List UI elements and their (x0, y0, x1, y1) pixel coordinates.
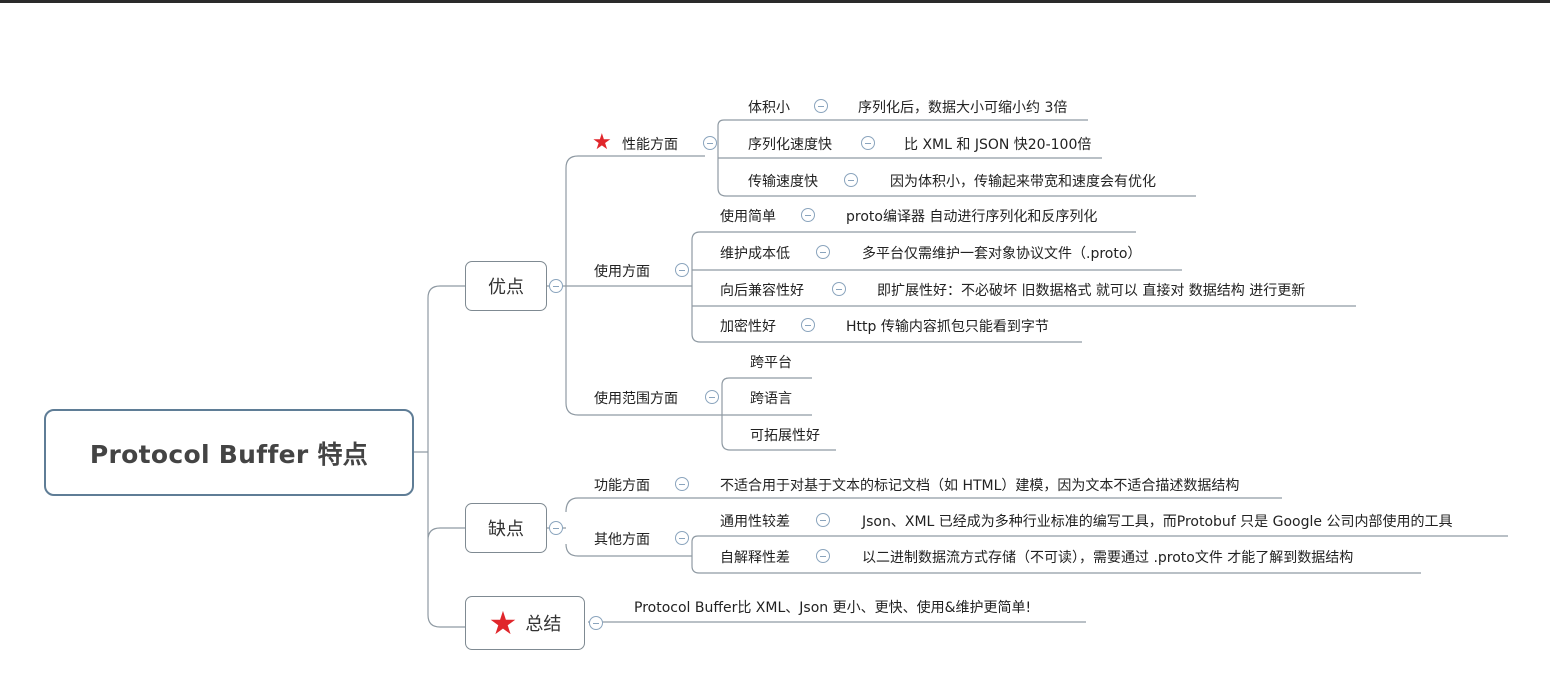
summary-node[interactable]: ★ 总结 (465, 596, 585, 650)
collapse-usage-icon[interactable] (675, 263, 689, 277)
summary-text: Protocol Buffer比 XML、Json 更小、更快、使用&维护更简单… (634, 600, 1032, 616)
root-node[interactable]: Protocol Buffer 特点 (44, 409, 414, 496)
other-item-name[interactable]: 通用性较差 (720, 514, 790, 530)
usage-item-desc: 多平台仅需维护一套对象协议文件（.proto） (862, 246, 1142, 262)
pros-node[interactable]: 优点 (465, 261, 547, 311)
collapse-icon[interactable] (816, 549, 830, 563)
scope-item[interactable]: 可拓展性好 (750, 428, 820, 444)
collapse-scope-icon[interactable] (705, 390, 719, 404)
performance-item-desc: 序列化后，数据大小可缩小约 3倍 (858, 100, 1068, 116)
performance-item-desc: 比 XML 和 JSON 快20-100倍 (904, 137, 1092, 153)
summary-label: 总结 (525, 614, 562, 635)
usage-item-name[interactable]: 向后兼容性好 (720, 283, 804, 299)
collapse-performance-icon[interactable] (703, 136, 717, 150)
cons-node[interactable]: 缺点 (465, 503, 547, 553)
usage-item-desc: 即扩展性好：不必破坏 旧数据格式 就可以 直接对 数据结构 进行更新 (877, 283, 1306, 299)
branch-function[interactable]: 功能方面 (594, 478, 650, 494)
usage-item-name[interactable]: 维护成本低 (720, 246, 790, 262)
collapse-other-icon[interactable] (675, 531, 689, 545)
usage-item-name[interactable]: 加密性好 (720, 319, 776, 335)
collapse-icon[interactable] (844, 173, 858, 187)
collapse-cons-icon[interactable] (549, 521, 563, 535)
usage-item-desc: Http 传输内容抓包只能看到字节 (846, 319, 1049, 335)
other-item-name[interactable]: 自解释性差 (720, 550, 790, 566)
other-item-desc: Json、XML 已经成为多种行业标准的编写工具，而Protobuf 只是 Go… (862, 514, 1453, 530)
performance-item-name[interactable]: 传输速度快 (748, 174, 818, 190)
performance-item-name[interactable]: 体积小 (748, 100, 790, 116)
root-title: Protocol Buffer 特点 (89, 439, 369, 469)
collapse-function-icon[interactable] (675, 477, 689, 491)
scope-item[interactable]: 跨平台 (750, 355, 792, 371)
pros-label: 优点 (488, 277, 524, 298)
performance-item-desc: 因为体积小，传输起来带宽和速度会有优化 (890, 174, 1156, 190)
performance-item-name[interactable]: 序列化速度快 (748, 137, 832, 153)
usage-item-desc: proto编译器 自动进行序列化和反序列化 (846, 209, 1098, 225)
collapse-icon[interactable] (816, 245, 830, 259)
collapse-icon[interactable] (861, 136, 875, 150)
collapse-icon[interactable] (816, 513, 830, 527)
branch-performance[interactable]: 性能方面 (622, 137, 678, 153)
collapse-pros-icon[interactable] (549, 279, 563, 293)
star-icon: ★ (488, 604, 518, 642)
other-item-desc: 以二进制数据流方式存储（不可读），需要通过 .proto文件 才能了解到数据结构 (862, 550, 1354, 566)
branch-scope[interactable]: 使用范围方面 (594, 391, 678, 407)
top-edge-bar (0, 0, 1550, 3)
collapse-icon[interactable] (832, 282, 846, 296)
branch-other[interactable]: 其他方面 (594, 532, 650, 548)
branch-usage[interactable]: 使用方面 (594, 264, 650, 280)
usage-item-name[interactable]: 使用简单 (720, 209, 776, 225)
collapse-summary-icon[interactable] (589, 616, 603, 630)
function-desc: 不适合用于对基于文本的标记文档（如 HTML）建模，因为文本不适合描述数据结构 (720, 478, 1240, 494)
scope-item[interactable]: 跨语言 (750, 391, 792, 407)
star-icon: ★ (592, 130, 612, 155)
collapse-icon[interactable] (814, 99, 828, 113)
collapse-icon[interactable] (801, 208, 815, 222)
collapse-icon[interactable] (801, 318, 815, 332)
cons-label: 缺点 (488, 519, 524, 540)
